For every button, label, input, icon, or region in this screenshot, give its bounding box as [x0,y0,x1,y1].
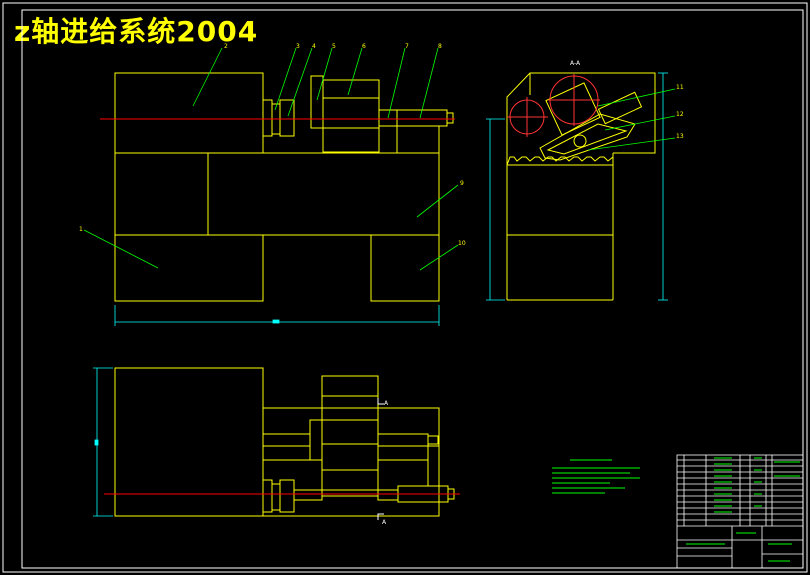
section-mark-bottom: A [382,519,387,526]
section-part-labels: 11 12 13 [676,84,684,140]
section-mark-top: A [384,400,389,407]
front-view [114,72,454,302]
title-block [676,454,804,569]
part-label-5: 5 [332,43,336,50]
section-dimension [486,72,668,301]
technical-notes [552,459,640,494]
title-block-fills [686,457,800,562]
section-view [506,72,656,301]
part-label-7: 7 [405,43,409,50]
part-label-11: 11 [676,84,684,91]
top-view [114,367,455,517]
section-leaders [587,88,676,151]
part-label-4: 4 [312,43,316,50]
part-label-12: 12 [676,111,684,118]
part-label-13: 13 [676,133,684,140]
part-label-9: 9 [460,180,464,187]
part-label-3: 3 [296,43,300,50]
part-label-10: 10 [458,240,466,247]
front-part-labels: 2 3 4 5 6 7 8 9 10 1 [79,43,466,247]
section-title: A-A [570,60,581,67]
part-label-6: 6 [362,43,366,50]
front-dimension [114,305,440,326]
part-label-1: 2 [224,43,228,50]
part-label-base: 1 [79,226,83,233]
drawing-title: z轴进给系统2004 [14,15,259,48]
section-red-details [507,74,600,137]
top-dimension [93,367,113,517]
part-label-8: 8 [438,43,442,50]
front-leaders [83,47,459,271]
section-cut-marks [377,398,384,520]
